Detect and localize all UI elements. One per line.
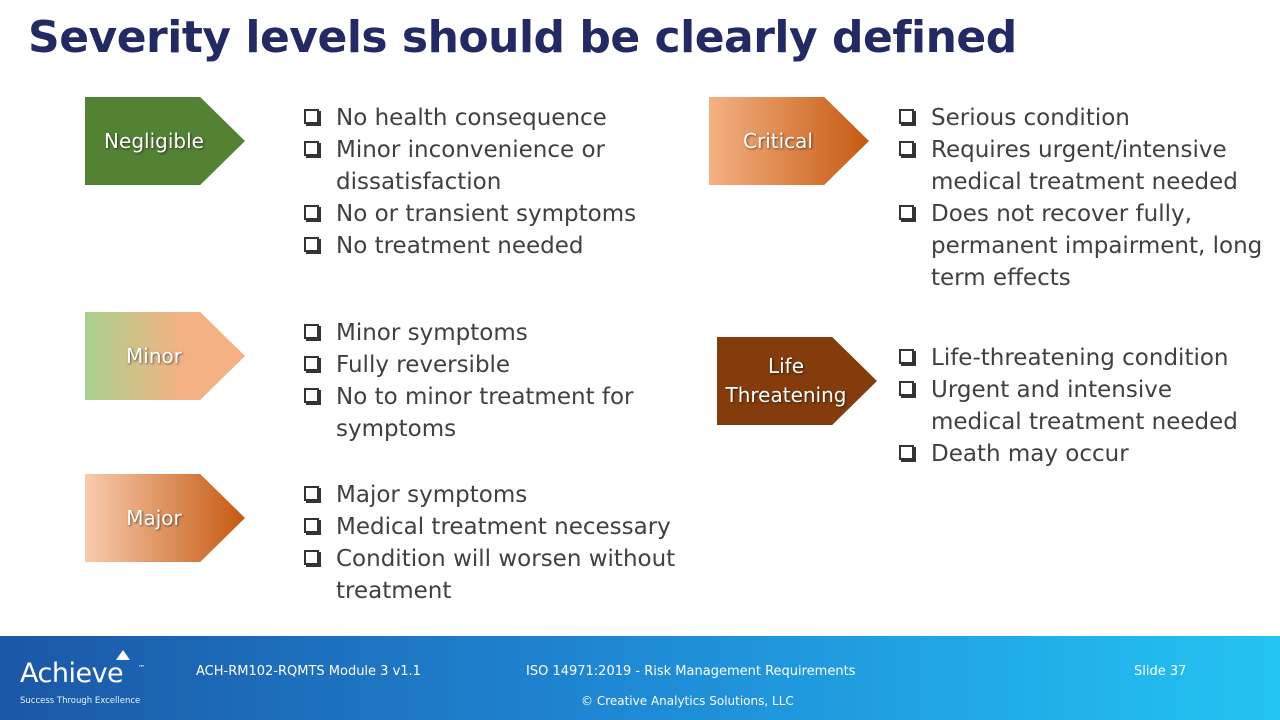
module-id: ACH-RM102-RQMTS Module 3 v1.1 [196, 664, 421, 679]
checkbox-bullet-icon [899, 109, 914, 124]
list-item: Medical treatment necessary [302, 511, 682, 543]
list-item: No treatment needed [302, 230, 682, 262]
severity-label-negligible: Negligible [85, 97, 245, 185]
checkbox-bullet-icon [899, 381, 914, 396]
severity-label-major: Major [85, 474, 245, 562]
checkbox-bullet-icon [304, 518, 319, 533]
list-item: Does not recover fully, permanent impair… [897, 198, 1267, 294]
checkbox-bullet-icon [899, 141, 914, 156]
checkbox-bullet-icon [304, 141, 319, 156]
checkbox-bullet-icon [304, 109, 319, 124]
slide-footer: Achieve ™ Success Through Excellence ACH… [0, 636, 1280, 720]
list-item: Urgent and intensive medical treatment n… [897, 374, 1267, 438]
major-criteria-list: Major symptoms Medical treatment necessa… [302, 479, 682, 607]
checkbox-bullet-icon [304, 237, 319, 252]
course-title: ISO 14971:2019 - Risk Management Require… [526, 664, 856, 679]
trademark-mark: ™ [138, 664, 145, 672]
list-item: Minor symptoms [302, 317, 682, 349]
severity-label-text: Major [126, 505, 182, 530]
checkbox-bullet-icon [304, 550, 319, 565]
critical-criteria-list: Serious condition Requires urgent/intens… [897, 102, 1267, 294]
copyright: © Creative Analytics Solutions, LLC [581, 694, 794, 708]
list-item: Fully reversible [302, 349, 682, 381]
severity-label-text: Minor [126, 343, 182, 368]
list-item: Requires urgent/intensive medical treatm… [897, 134, 1267, 198]
list-item: No to minor treatment for symptoms [302, 381, 682, 445]
list-item: Minor inconvenience or dissatisfaction [302, 134, 682, 198]
checkbox-bullet-icon [899, 205, 914, 220]
checkbox-bullet-icon [304, 356, 319, 371]
list-item: No or transient symptoms [302, 198, 682, 230]
life-threatening-criteria-list: Life-threatening condition Urgent and in… [897, 342, 1267, 470]
checkbox-bullet-icon [304, 486, 319, 501]
list-item: No health consequence [302, 102, 682, 134]
checkbox-bullet-icon [899, 445, 914, 460]
minor-criteria-list: Minor symptoms Fully reversible No to mi… [302, 317, 682, 445]
severity-label-critical: Critical [709, 97, 869, 185]
logo-wordmark: Achieve [20, 658, 124, 689]
checkbox-bullet-icon [899, 349, 914, 364]
list-item: Major symptoms [302, 479, 682, 511]
severity-label-minor: Minor [85, 312, 245, 400]
slide-title: Severity levels should be clearly define… [28, 12, 1017, 63]
negligible-criteria-list: No health consequence Minor inconvenienc… [302, 102, 682, 262]
logo-tagline: Success Through Excellence [20, 696, 141, 706]
list-item: Death may occur [897, 438, 1267, 470]
checkbox-bullet-icon [304, 324, 319, 339]
severity-label-text: Critical [743, 128, 813, 153]
slide-number: Slide 37 [1134, 664, 1187, 679]
list-item: Condition will worsen without treatment [302, 543, 682, 607]
mountain-peak-icon [116, 650, 130, 660]
list-item: Life-threatening condition [897, 342, 1267, 374]
severity-label-text: Negligible [104, 128, 204, 153]
checkbox-bullet-icon [304, 388, 319, 403]
achieve-logo: Achieve ™ Success Through Excellence [20, 644, 150, 714]
list-item: Serious condition [897, 102, 1267, 134]
checkbox-bullet-icon [304, 205, 319, 220]
